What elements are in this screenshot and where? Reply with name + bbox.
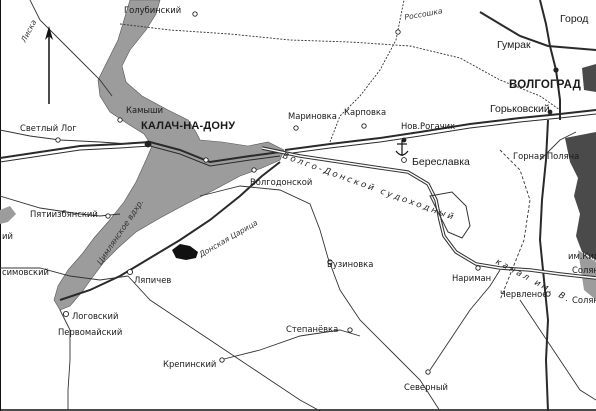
anchor-icon <box>395 140 409 156</box>
label-kalach: КАЛАЧ-НА-ДОНУ <box>141 120 236 132</box>
label-karpovka: Карповка <box>344 107 387 117</box>
dot-buzinovka <box>327 259 333 265</box>
road-liska <box>29 0 113 97</box>
dot-gorkovsky <box>547 109 553 115</box>
settlements <box>55 11 551 375</box>
label-svetly-log: Светлый Лог <box>20 123 77 133</box>
dot-pyatiizbyansky <box>105 213 111 219</box>
dot-logovsky <box>62 310 70 318</box>
label-nov-rogachik: Нов.Рогачик <box>401 121 456 131</box>
road-rossoshka <box>119 23 561 111</box>
road-severny <box>429 269 501 371</box>
dot-svetly-log <box>55 137 61 143</box>
label-gornaya-polyana: Горная Поляна <box>513 151 580 161</box>
dot-kalach <box>144 140 152 148</box>
rail-gumrak-2 <box>479 11 596 51</box>
label-gumrak: Гумрак <box>497 39 531 51</box>
label-pyatiizbyansky: Пятиизбянский <box>30 209 98 219</box>
label-gorod: Город <box>560 13 589 25</box>
black-lake <box>172 244 198 260</box>
volgograd-city-area-2 <box>582 64 596 92</box>
dot-kamyshi <box>117 117 123 123</box>
label-golubinsky: Голубинский <box>124 5 182 15</box>
road-south-east <box>519 299 596 401</box>
road-gornaya <box>499 149 531 301</box>
road-stepanevka <box>219 329 361 361</box>
rail-main-east <box>284 109 596 151</box>
canal-reservoir <box>429 191 471 239</box>
label-solyan-2: Солян <box>572 295 596 305</box>
label-buzinovka: Бузиновка <box>327 259 374 269</box>
dot-lyapichev <box>126 268 134 276</box>
dot-chervlenoe <box>545 291 551 297</box>
label-stepanevka: Степанёвка <box>286 324 339 334</box>
road-east <box>539 131 577 161</box>
rail-south <box>538 119 550 411</box>
label-marinovka: Мариновка <box>288 111 337 121</box>
dot-bereslavka <box>401 157 407 163</box>
label-chervlenoe: Червленое <box>500 289 548 299</box>
volga-river <box>578 250 596 300</box>
dot-station-west <box>203 157 209 163</box>
rail-southwest <box>59 161 281 301</box>
label-i-left: ий <box>2 231 13 241</box>
dot-severny <box>425 369 431 375</box>
dot-krepinsky <box>219 357 225 363</box>
dot-nariman <box>475 265 481 271</box>
dot-volgodonskoy <box>251 167 257 173</box>
label-pervomaysky: Первомайский <box>58 327 123 337</box>
label-kamyshi: Камыши <box>126 105 164 115</box>
label-im-kir: им.Кир <box>568 251 596 261</box>
label-severny: Северный <box>404 382 448 392</box>
station-markers <box>144 67 559 148</box>
road-lyapichev <box>127 275 321 411</box>
dot-marinovka <box>293 125 299 131</box>
label-krepinsky: Крепинский <box>163 359 217 369</box>
road-buzinovka <box>199 185 441 411</box>
label-gorkovsky: Горьковский <box>490 103 550 115</box>
label-solyan: Солян <box>572 265 596 275</box>
dot-nov-rogachik <box>401 137 407 143</box>
dot-rossoshka <box>395 29 401 35</box>
volga-don-canal-inner <box>261 147 596 279</box>
label-lyapichev: Ляпичев <box>134 275 172 285</box>
label-nariman: Нариман <box>452 273 492 283</box>
don-branch <box>0 206 16 224</box>
label-volgodonskoy: Волгодонской <box>250 177 313 187</box>
rail-gumrak <box>539 0 561 120</box>
don-river <box>53 0 285 311</box>
dot-gumrak <box>553 67 559 73</box>
north-arrow-icon <box>45 26 53 104</box>
dot-golubinsky <box>192 11 198 17</box>
dot-karpovka <box>361 123 367 129</box>
rail-main-east-b <box>284 113 596 155</box>
road-simovsky <box>0 267 129 281</box>
volgograd-city-area <box>565 132 596 260</box>
dot-stepanevka <box>347 327 353 333</box>
road-karpovka <box>329 0 405 143</box>
label-bereslavka: Береславка <box>412 156 470 168</box>
label-volgograd: ВОЛГОГРАД <box>509 79 581 91</box>
label-simovsky: симовский <box>2 267 49 277</box>
label-logovsky: Логовский <box>72 311 119 321</box>
road-pervomaysky <box>59 309 71 411</box>
